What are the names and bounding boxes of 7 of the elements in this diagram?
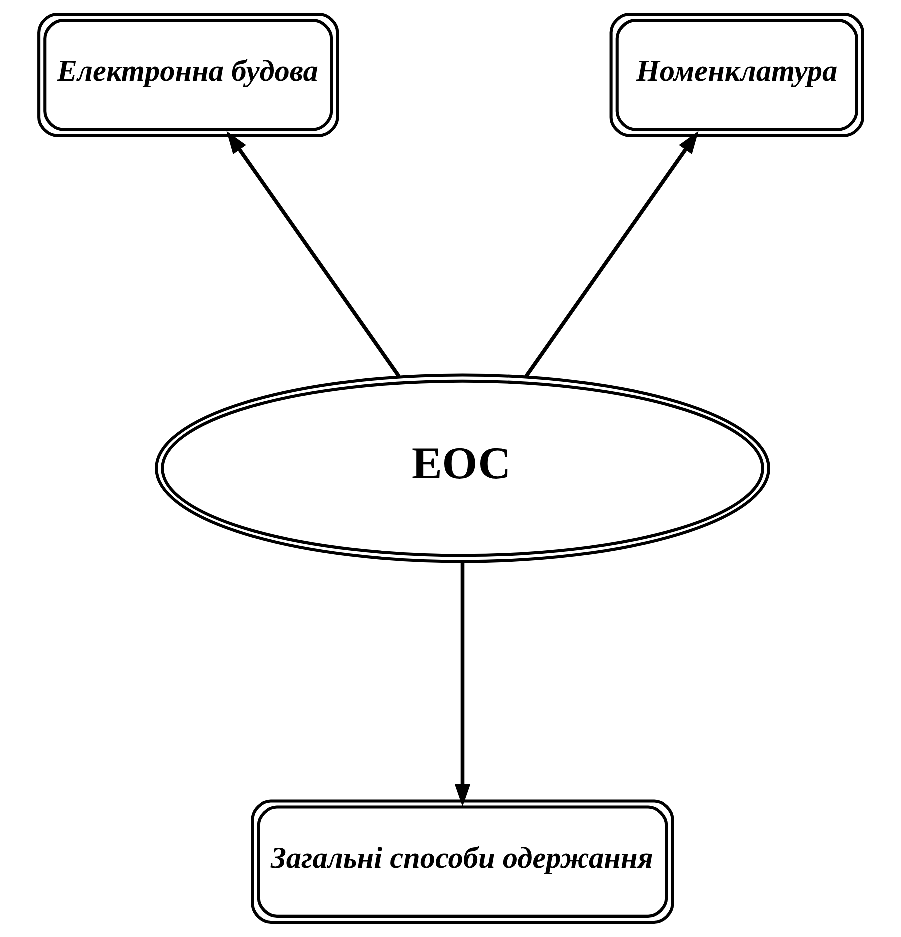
node-box: Загальні способи одержання — [250, 800, 674, 924]
arrow — [454, 562, 470, 807]
arrow — [226, 131, 400, 378]
node-box: Електронна будова — [37, 12, 339, 138]
node-ellipse: ЕОС — [154, 374, 770, 564]
node-box: Номенклатура — [609, 12, 864, 138]
arrow — [524, 131, 698, 378]
